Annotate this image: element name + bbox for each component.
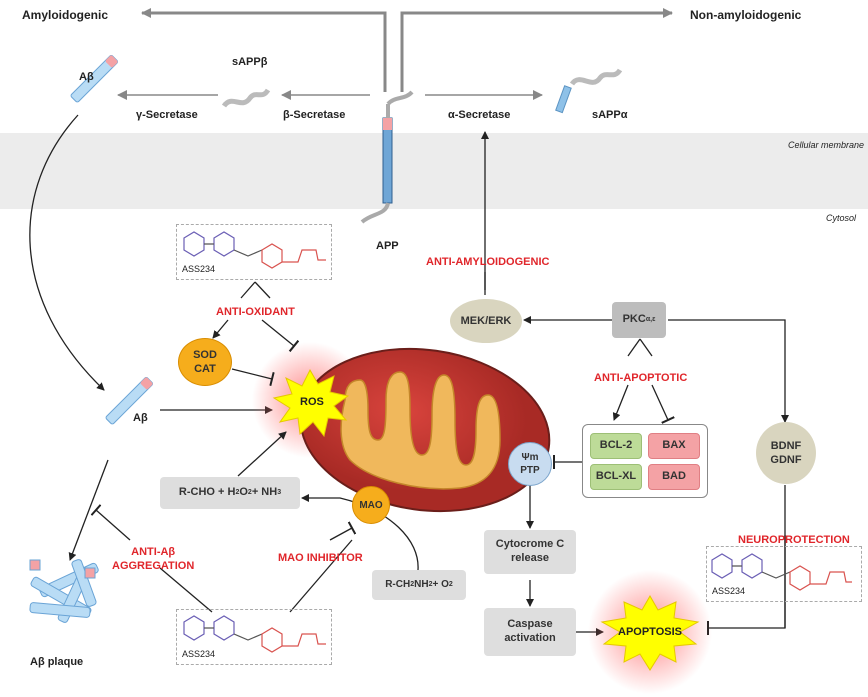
anti-oxidant-label: ANTI-OXIDANT [216,306,295,318]
rch2-text-a: R-CH [385,578,411,590]
pkc-subscript: α,ε [645,315,656,323]
ros-burst [272,368,350,438]
anti-amyloidogenic-label: ANTI-AMYLOIDOGENIC [426,256,550,268]
anti-apoptotic-label: ANTI-APOPTOTIC [594,372,688,384]
mao-node: MAO [352,486,390,524]
bdnf-gdnf-node: BDNF GDNF [756,422,816,484]
mek-erk-node: MEK/ERK [450,299,522,343]
sappb-label: sAPPβ [232,56,268,68]
rch2-text-b: NH [414,578,429,590]
non-amyloidogenic-label: Non-amyloidogenic [690,8,802,22]
app-protein [360,90,414,224]
gamma-secretase-label: γ-Secretase [136,109,198,121]
cytochrome-release-box: Cytocrome C release [484,530,576,574]
cytochrome-label-1: Cytocrome C [495,538,565,551]
rcho-text-c: + NH [251,486,278,499]
rch2-sub-a: 2 [410,580,415,588]
caspase-label-1: Caspase [507,618,553,631]
bclxl-node: BCL-XL [590,464,642,490]
compound-name-3: ASS234 [712,586,746,596]
bax-node: BAX [648,433,700,459]
rcho-sub-3: 3 [277,488,282,496]
cytosol-label: Cytosol [826,213,857,223]
abeta-top-label: Aβ [79,71,94,83]
top-arrows [141,8,673,92]
abeta-plaque-label: Aβ plaque [30,656,84,668]
rcho-sub-2b: 2 [247,488,252,496]
rcho-text-b: O [239,486,248,499]
ros-label: ROS [300,396,324,408]
apoptosis-burst [600,594,700,671]
sappb-fragment [221,88,271,108]
neuroprotection-label: NEUROPROTECTION [738,534,850,546]
apoptosis-label: APOPTOSIS [618,626,682,638]
sappa-label: sAPPα [592,109,628,121]
app-label: APP [376,240,399,252]
pkc-label: PKC [622,313,646,326]
caspase-activation-box: Caspase activation [484,608,576,656]
sappa-fragment [555,68,623,114]
rcho-sub-2a: 2 [235,488,240,496]
abeta-mid-label: Aβ [133,412,148,424]
sod-cat-node: SOD CAT [178,338,232,386]
ptp-node: Ψm PTP [508,442,552,486]
compound-frame-3 [706,546,862,602]
rcho-text-a: R-CHO + H [178,486,236,499]
compound-name-1: ASS234 [182,264,216,274]
compound-structure-1 [183,231,326,269]
rch2-sub-c: 2 [448,580,453,588]
beta-secretase-label: β-Secretase [283,109,346,121]
abeta-rod-top [70,54,119,103]
membrane-label: Cellular membrane [788,140,865,150]
sod-label: SOD [193,348,217,361]
anti-abeta-label-line1: ANTI-Aβ [131,546,176,558]
cat-label: CAT [194,363,216,375]
rch2-text-c: + O [432,578,449,590]
abeta-rod-mid [105,376,154,425]
alpha-secretase-label: α-Secretase [448,109,511,121]
compound-name-2: ASS234 [182,649,216,659]
anti-abeta-label-line2: AGGREGATION [112,560,195,573]
compound-frame-1 [176,224,332,280]
cytochrome-label-2: release [511,552,549,564]
caspase-label-2: activation [504,632,556,644]
anti-abeta-label: ANTI-Aβ AGGREGATION [112,545,194,574]
bcl2-node: BCL-2 [590,433,642,459]
rch2-sub-b: 2 [428,580,433,588]
cell-membrane [0,133,868,209]
bdnf-label: BDNF [770,439,802,452]
bad-node: BAD [648,464,700,490]
abeta-plaque [29,559,99,623]
mao-inhibitor-label: MAO INHIBITOR [278,552,363,564]
ptp-label: PTP [520,465,540,476]
compound-structure-3 [711,553,852,591]
gdnf-label: GDNF [770,454,802,466]
compound-structure-2 [183,615,326,653]
amyloidogenic-label: Amyloidogenic [22,8,109,22]
compound-frame-2 [176,609,332,665]
psi-label: Ψm [521,452,539,463]
